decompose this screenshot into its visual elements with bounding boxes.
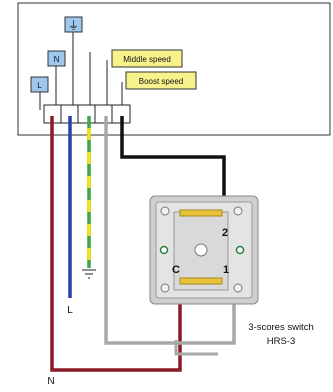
l-tag-label: L: [37, 81, 42, 90]
tag-leader-lines: [39, 30, 123, 110]
terminal-c-label: C: [172, 264, 180, 276]
terminal-1-label: 1: [223, 264, 229, 276]
l-tag: [30, 76, 49, 93]
boost-speed-label: Boost speed: [139, 77, 183, 86]
n-wire-label: N: [47, 376, 54, 387]
earth-tag: [64, 16, 83, 33]
boost-speed-tag: [125, 71, 197, 90]
terminal-block: [43, 104, 131, 124]
gray-wire-c: [174, 340, 218, 356]
middle-speed-label: Middle speed: [123, 55, 171, 64]
n-tag-label: N: [54, 55, 60, 64]
ground-symbol: [82, 269, 96, 279]
earth-tag-symbol: ⏚: [68, 19, 79, 32]
n-tag: [47, 50, 66, 67]
switch-caption-line1: 3-scores switch: [248, 322, 313, 333]
switch-caption-line2: HRS-3: [267, 336, 296, 347]
switch-body: [149, 195, 259, 305]
terminal-2-label: 2: [222, 227, 228, 239]
middle-speed-tag: [111, 49, 183, 68]
l-wire-label: L: [67, 305, 73, 316]
gray-wire-1: [104, 116, 236, 345]
brown-wire: [50, 116, 182, 372]
black-wire: [120, 116, 226, 224]
